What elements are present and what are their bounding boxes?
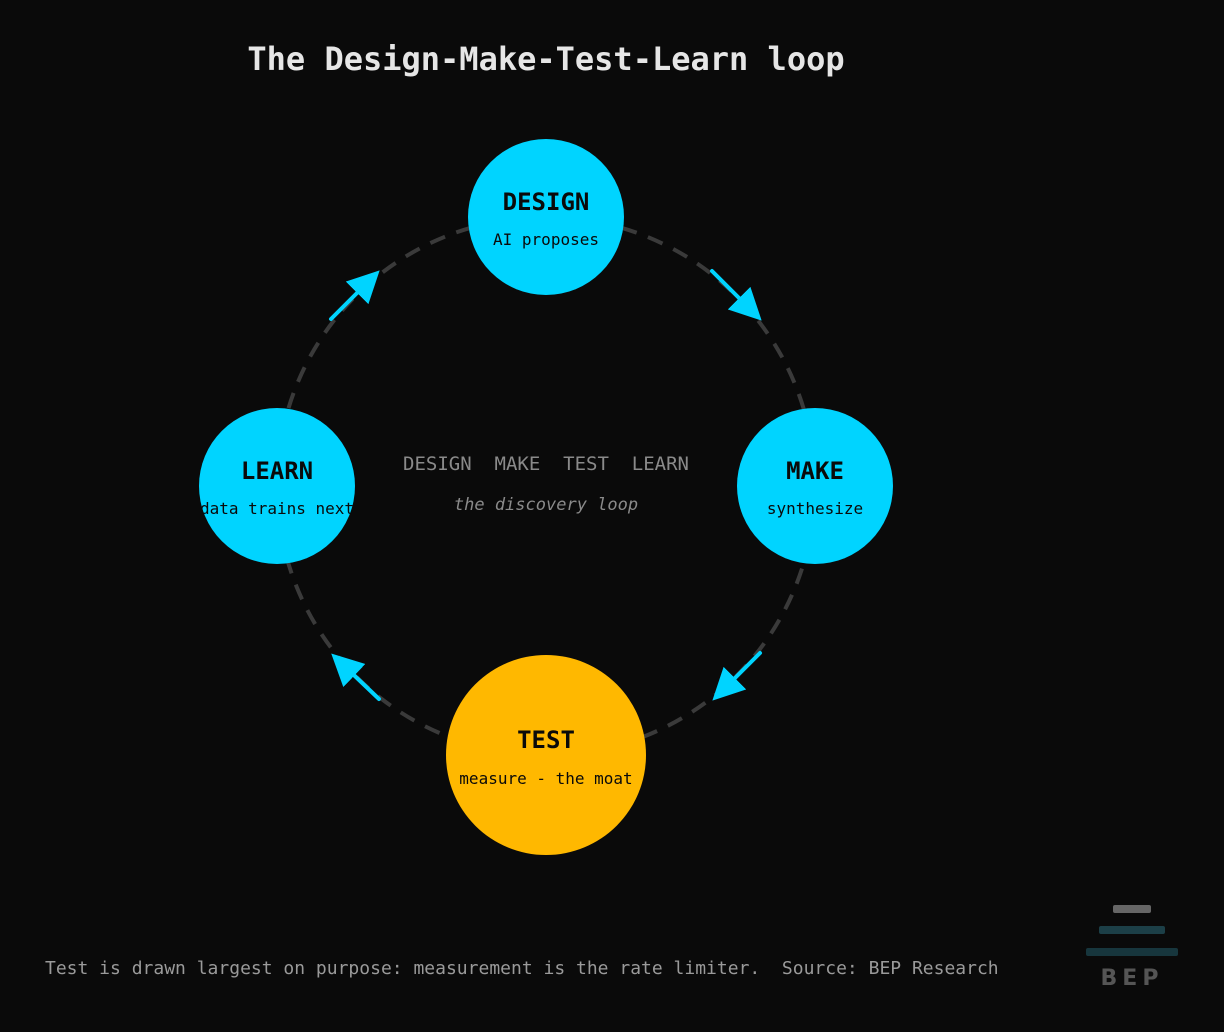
arrow-design-to-make <box>710 269 762 321</box>
node-design-circle <box>468 139 624 295</box>
node-test-circle <box>446 655 646 855</box>
node-design-sublabel: AI proposes <box>493 230 599 249</box>
bep-logo: BEP <box>1086 905 1178 991</box>
node-learn-circle <box>199 408 355 564</box>
center-subtitle: the discovery loop <box>454 495 638 515</box>
node-learn-label: LEARN <box>241 457 313 485</box>
node-make: MAKE synthesize <box>737 408 893 564</box>
logo-bar-bottom <box>1086 948 1178 956</box>
node-design-label: DESIGN <box>503 188 590 216</box>
arrow-make-to-test <box>712 651 762 701</box>
arrow-test-to-learn <box>331 653 381 701</box>
node-test-sublabel: measure - the moat <box>459 769 632 788</box>
node-learn: LEARN data trains next <box>199 408 355 564</box>
node-test: TEST measure - the moat <box>446 655 646 855</box>
logo-text: BEP <box>1101 966 1164 991</box>
node-make-sublabel: synthesize <box>767 499 863 518</box>
logo-bar-top <box>1113 905 1151 913</box>
node-make-label: MAKE <box>786 457 844 485</box>
node-learn-sublabel: data trains next <box>200 499 354 518</box>
center-words: DESIGN MAKE TEST LEARN <box>403 453 689 475</box>
footer-note: Test is drawn largest on purpose: measur… <box>45 958 999 979</box>
node-make-circle <box>737 408 893 564</box>
node-design: DESIGN AI proposes <box>468 139 624 295</box>
page-title: The Design-Make-Test-Learn loop <box>247 40 844 78</box>
arrow-learn-to-design <box>329 270 380 321</box>
node-test-label: TEST <box>517 726 575 754</box>
logo-bar-middle <box>1099 926 1165 934</box>
